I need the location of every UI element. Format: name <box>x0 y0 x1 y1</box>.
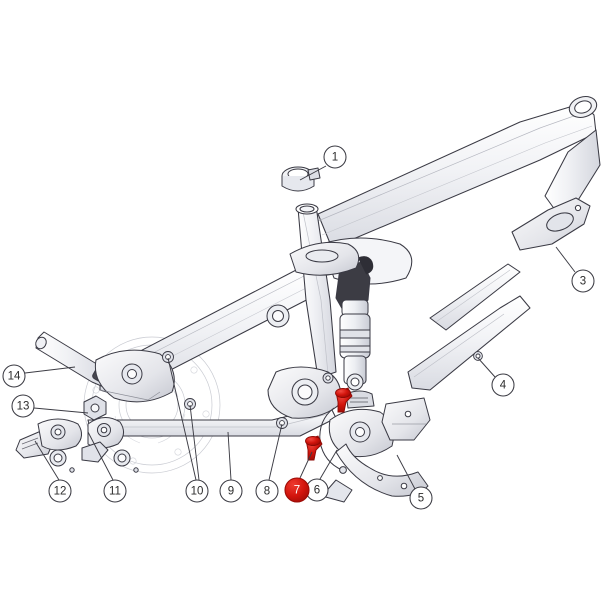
callout-circle-12[interactable] <box>48 479 72 503</box>
callout-circle-13[interactable] <box>11 394 35 418</box>
callout-circle-11[interactable] <box>103 479 127 503</box>
callout-circle-4[interactable] <box>491 373 515 397</box>
leader-line-1 <box>299 165 327 181</box>
leader-line-5 <box>396 454 416 490</box>
callout-8[interactable]: 8 <box>255 479 279 503</box>
callout-12[interactable]: 12 <box>48 479 72 503</box>
frame-main-triangle <box>87 96 601 437</box>
leader-line-14 <box>24 366 76 374</box>
leader-line-10 <box>167 357 197 481</box>
callout-circle-3[interactable] <box>571 269 595 293</box>
callout-circle-5[interactable] <box>409 486 433 510</box>
leader-line-3 <box>555 246 576 273</box>
callout-7[interactable]: 7 <box>284 477 310 503</box>
leader-line-7 <box>299 451 313 479</box>
leader-line-9 <box>227 431 232 481</box>
callout-circle-10[interactable] <box>185 479 209 503</box>
leader-line-6 <box>319 449 338 480</box>
callout-14[interactable]: 14 <box>2 364 26 388</box>
callout-11[interactable]: 11 <box>103 479 127 503</box>
rear-shock <box>335 256 374 391</box>
callout-10[interactable]: 10 <box>185 479 209 503</box>
frame-hardware-bolts <box>162 351 483 429</box>
callout-circle-14[interactable] <box>2 364 26 388</box>
leader-line-11 <box>87 431 114 481</box>
leader-line-4 <box>477 357 496 378</box>
callout-leader-lines <box>24 165 576 490</box>
leader-line-8 <box>268 423 283 481</box>
callout-3[interactable]: 3 <box>571 269 595 293</box>
callout-4[interactable]: 4 <box>491 373 515 397</box>
leader-line-12 <box>34 440 60 481</box>
upper-rocker-link <box>266 241 360 328</box>
rear-axle-parts <box>15 331 175 473</box>
callout-circle-8[interactable] <box>255 479 279 503</box>
leader-line-10-b <box>189 404 200 481</box>
pivot-bolt-7-part[interactable] <box>305 435 323 461</box>
callout-circle-9[interactable] <box>219 479 243 503</box>
highlighted-parts-group <box>305 387 353 461</box>
callout-1[interactable]: 1 <box>323 145 347 169</box>
callout-5[interactable]: 5 <box>409 486 433 510</box>
leader-line-13 <box>33 407 89 414</box>
pivot-bolt-7-upper-part[interactable] <box>335 387 353 413</box>
seat-clamp-part <box>281 166 321 192</box>
callout-circle-7[interactable] <box>284 477 310 503</box>
callout-13[interactable]: 13 <box>11 394 35 418</box>
callout-circle-1[interactable] <box>323 145 347 169</box>
callout-9[interactable]: 9 <box>219 479 243 503</box>
